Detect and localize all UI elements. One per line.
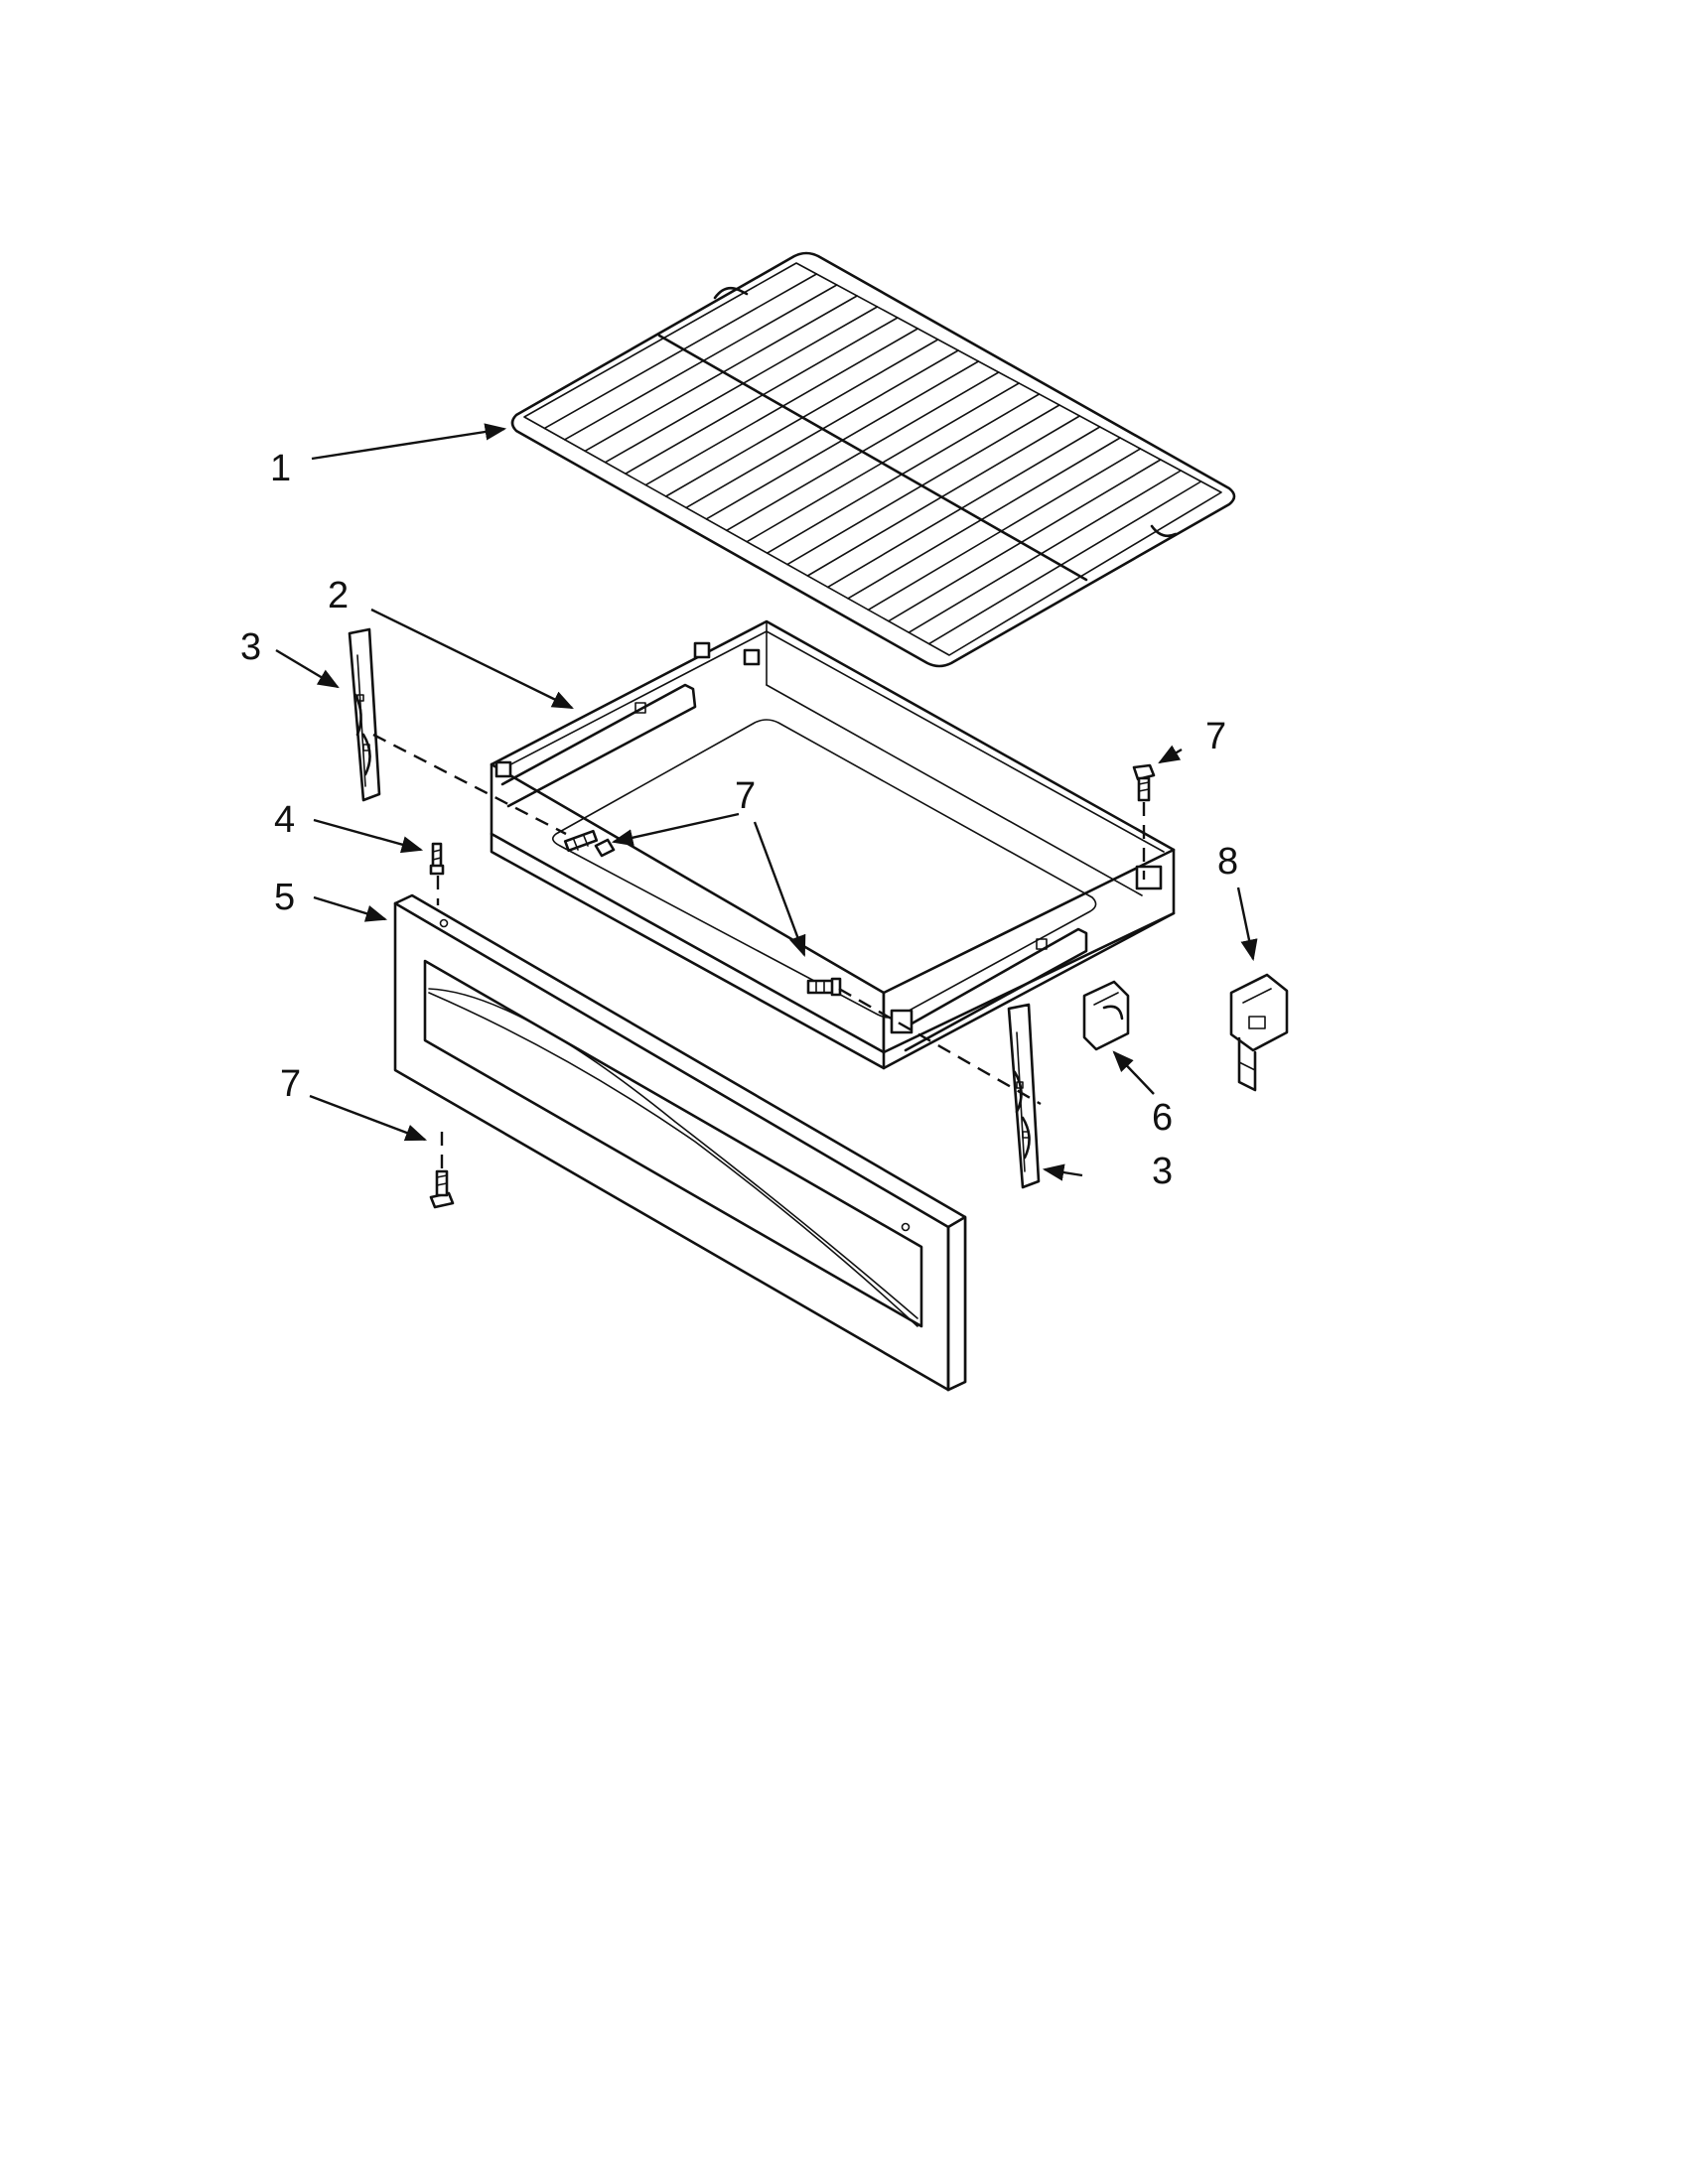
rack-wire — [584, 295, 858, 453]
screw-top-right — [1132, 763, 1156, 802]
rack-wire — [644, 328, 919, 486]
callout-8: 8 — [1217, 841, 1238, 883]
callout-6: 6 — [1152, 1097, 1173, 1139]
rack-wire — [826, 426, 1101, 589]
rack-wire — [766, 393, 1041, 554]
assembly-dashed-lines — [372, 733, 1146, 1169]
callout-1: 1 — [270, 448, 291, 489]
leader-arrows — [275, 423, 1258, 1181]
rack-wire — [888, 459, 1162, 622]
callout-4: 4 — [274, 799, 295, 841]
callout-labels: 1 2 3 3 4 5 6 7 7 7 8 — [240, 448, 1238, 1192]
callout-7-top-right: 7 — [1205, 716, 1226, 757]
pin — [429, 842, 445, 876]
rack-wire — [543, 273, 818, 430]
rack-wire — [726, 371, 1000, 532]
screw-left — [563, 829, 616, 858]
rack-wire — [867, 448, 1142, 612]
callout-7-center: 7 — [735, 775, 756, 817]
slide-rail-left — [348, 627, 381, 802]
rack-wire — [604, 306, 879, 464]
oven-rack — [510, 251, 1236, 668]
rack-wire — [563, 284, 838, 441]
callout-3-left: 3 — [240, 626, 261, 668]
rack-wire — [685, 349, 959, 509]
slide-rail-right — [1007, 1003, 1041, 1189]
callout-2: 2 — [328, 575, 349, 616]
screw-bottom — [429, 1169, 455, 1209]
rack-wire — [927, 480, 1202, 645]
rack-wire — [806, 415, 1081, 577]
rack-wire — [746, 382, 1020, 543]
rack-wire — [786, 404, 1060, 566]
rack-wire — [625, 317, 899, 475]
callout-5: 5 — [274, 877, 295, 918]
rack-wire — [847, 437, 1121, 600]
screw-center — [806, 977, 842, 997]
rack-wire — [908, 470, 1183, 633]
rack-wire — [664, 339, 939, 497]
drawer-front-panel — [393, 893, 967, 1392]
rack-wire — [705, 360, 980, 520]
callout-7-bottom-left: 7 — [280, 1063, 301, 1105]
bracket — [1229, 973, 1289, 1092]
callout-3-right: 3 — [1152, 1151, 1173, 1192]
clip — [1082, 980, 1130, 1051]
